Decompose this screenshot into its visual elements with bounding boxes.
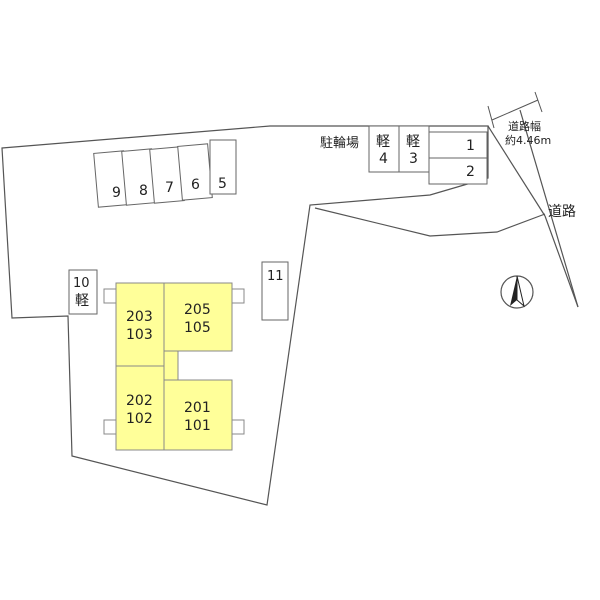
parking-space-2 [428, 157, 488, 185]
parking-space-3 [398, 125, 430, 173]
unit-label-105: 105 [184, 320, 211, 336]
building-annex-bottom-left [103, 419, 117, 435]
unit-205-105 [163, 282, 233, 352]
parking-space-5 [209, 139, 237, 195]
road-width-dimension [491, 99, 539, 121]
parking-row-top: 9 8 7 6 5 [93, 139, 237, 208]
parking-label-9: 9 [112, 185, 121, 201]
road-width-tick-2 [534, 91, 543, 113]
road-line-left [487, 125, 546, 217]
parking-label-7: 7 [165, 180, 174, 196]
parking-space-11 [261, 261, 289, 321]
parking-label-6: 6 [191, 177, 200, 193]
unit-label-205: 205 [184, 302, 211, 318]
lot-boundary [1, 125, 489, 506]
parking-label-8: 8 [139, 183, 148, 199]
kei-label-3: 軽 [406, 134, 420, 150]
kei-label-10: 軽 [75, 293, 89, 309]
unit-label-103: 103 [126, 327, 153, 343]
parking-label-3: 3 [409, 151, 418, 167]
building: 203 103 205 105 202 102 201 101 [103, 282, 245, 451]
north-arrow-icon [500, 275, 534, 309]
unit-203-103 [115, 282, 165, 367]
unit-label-202: 202 [126, 393, 153, 409]
parking-label-4: 4 [379, 151, 388, 167]
road-line-right [519, 109, 579, 308]
unit-label-201: 201 [184, 400, 211, 416]
unit-202-102 [115, 365, 165, 451]
bicycle-parking-label: 駐輪場 [320, 135, 359, 151]
road-edge [314, 207, 546, 237]
kei-label-4: 軽 [376, 134, 390, 150]
road-width-title: 道路幅 [508, 119, 541, 133]
unit-201-101 [163, 379, 233, 451]
unit-connector [163, 350, 179, 381]
parking-label-5: 5 [218, 176, 227, 192]
top-right-facilities: 駐輪場 軽 4 軽 3 1 2 [320, 125, 488, 185]
parking-label-1: 1 [466, 138, 475, 154]
parking-space-1 [428, 131, 488, 159]
building-annex-top-right [231, 288, 245, 304]
parking-label-10: 10 [73, 276, 90, 291]
road-label: 道路 [548, 204, 576, 220]
building-annex-top-left [103, 288, 117, 304]
unit-label-101: 101 [184, 418, 211, 434]
unit-label-203: 203 [126, 309, 153, 325]
parking-label-11: 11 [267, 269, 284, 284]
building-annex-bottom-right [231, 419, 245, 435]
parking-space-10 [68, 269, 98, 315]
road-width-value: 約4.46m [505, 133, 551, 147]
road-width-tick-1 [487, 105, 495, 129]
parking-label-2: 2 [466, 164, 475, 180]
road-line-bottom [544, 215, 579, 308]
unit-label-102: 102 [126, 411, 153, 427]
